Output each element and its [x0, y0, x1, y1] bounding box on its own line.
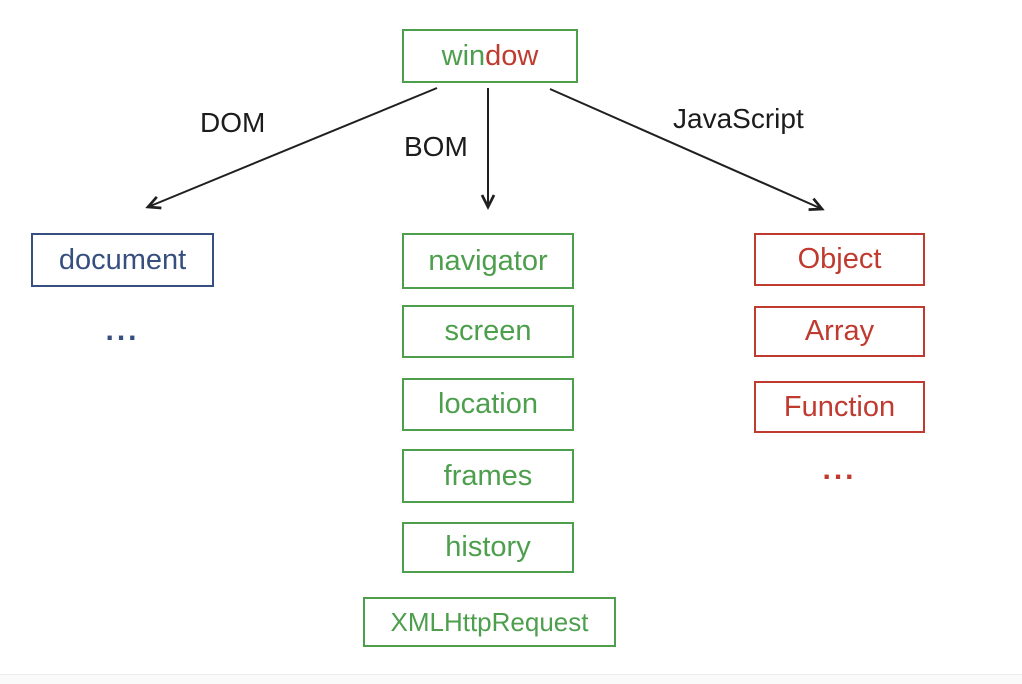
bottom-edge-strip: [0, 674, 1022, 684]
window-label-green-part: win: [441, 39, 486, 72]
node-history: history: [402, 522, 574, 573]
node-frames: frames: [402, 449, 574, 503]
window-label-red-part: dow: [485, 39, 539, 72]
node-document: document: [31, 233, 214, 287]
dom-more-ellipsis: ...: [105, 314, 140, 347]
node-object: Object: [754, 233, 925, 286]
node-navigator: navigator: [402, 233, 574, 289]
javascript-more-ellipsis: ...: [822, 453, 857, 486]
node-xmlhttprequest: XMLHttpRequest: [363, 597, 616, 647]
branch-label-javascript: JavaScript: [673, 103, 804, 134]
branch-label-dom: DOM: [200, 107, 266, 138]
branch-label-bom: BOM: [404, 131, 468, 162]
node-array: Array: [754, 306, 925, 357]
node-location: location: [402, 378, 574, 431]
node-function: Function: [754, 381, 925, 433]
dom-arrow-icon: [145, 87, 438, 210]
node-screen: screen: [402, 305, 574, 358]
